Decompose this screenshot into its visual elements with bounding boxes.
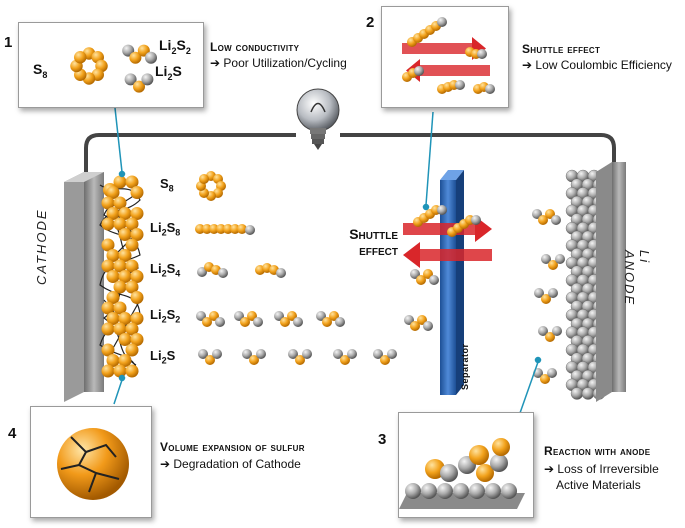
panel-3-anode-reaction (399, 438, 525, 509)
sulfur-particle (130, 312, 144, 325)
sulfur-particle (130, 207, 144, 220)
sulfur-particle (101, 196, 115, 210)
circuit-wire-left (84, 133, 296, 178)
sulfur-particle (130, 228, 144, 241)
panel-3-number: 3 (378, 431, 387, 448)
panel-3-detail-line1: ➔ Loss of Irreversible (544, 462, 659, 476)
cathode-sulfur-composite (99, 175, 144, 378)
sulfur-particle (101, 217, 115, 231)
panel-1-detail: ➔ Poor Utilization/Cycling (210, 56, 347, 70)
sulfur-particle (125, 280, 139, 294)
sulfur-particle (125, 217, 139, 231)
sulfur-particle (106, 249, 120, 262)
sulfur-particle (130, 291, 144, 304)
sulfur-particle (118, 354, 132, 367)
sulfur-particle (101, 322, 115, 336)
panel-2-card (381, 6, 509, 108)
leader-lines (113, 107, 542, 414)
sulfur-particle (130, 270, 144, 283)
species-label-li2s: Li2S (150, 348, 176, 366)
panel-3-detail-line2: Active Materials (556, 478, 641, 492)
panel-1-li2s-label: Li2S (155, 63, 182, 82)
lithium-atom (581, 387, 595, 400)
shuttle-label-line2: effect (359, 242, 398, 258)
panel-1-li2s2-label: Li2S2 (159, 37, 191, 56)
sulfur-particle (101, 301, 115, 315)
sulfur-particle (106, 207, 120, 220)
sulfur-particle (113, 217, 127, 231)
sulfur-particle (113, 280, 127, 294)
sulfur-particle (118, 249, 132, 262)
panel-2-detail: ➔ Low Coulombic Efficiency (522, 58, 672, 72)
panel-1-molecules (70, 44, 157, 93)
panel-2-number: 2 (366, 14, 375, 31)
sulfur-particle (118, 312, 132, 325)
sulfur-particle (118, 333, 132, 346)
lithium-anode (565, 162, 626, 402)
sulfur-particle (106, 291, 120, 304)
sulfur-particle (113, 322, 127, 336)
sulfur-particle (101, 364, 115, 378)
species-label-s8: S8 (160, 176, 174, 194)
sulfur-particle (106, 312, 120, 325)
panel-4-detail: ➔ Degradation of Cathode (160, 457, 301, 471)
sulfur-particle (113, 259, 127, 273)
cathode-label: CATHODE (34, 208, 49, 285)
cathode-plate (64, 172, 104, 402)
sulfur-particle (125, 322, 139, 336)
sulfur-particle (106, 186, 120, 199)
sulfur-particle (113, 175, 127, 189)
sulfur-particle (106, 354, 120, 367)
sulfur-particle (113, 301, 127, 315)
sulfur-particle (125, 259, 139, 273)
panel-1-number: 1 (4, 34, 13, 51)
sulfur-particle (101, 343, 115, 357)
panel-2-shuttle-illustration (402, 17, 495, 94)
sulfur-particle (125, 175, 139, 189)
sulfur-particle (118, 207, 132, 220)
light-bulb-icon (296, 88, 340, 150)
anode-label: Li ANODE (622, 250, 652, 307)
panel-1-s8-label: S8 (33, 61, 48, 80)
sulfur-particle (106, 270, 120, 283)
sulfur-particle (118, 228, 132, 241)
sulfur-particle (125, 364, 139, 378)
species-label-li2s4: Li2S4 (150, 261, 181, 279)
sulfur-particle (130, 186, 144, 199)
panel-1-title: Low conductivity (210, 40, 300, 54)
lithium-atom (570, 387, 584, 400)
species-label-li2s2: Li2S2 (150, 307, 181, 325)
sulfur-particle (118, 270, 132, 283)
panel-4-card (30, 406, 152, 518)
panel-2-title: Shuttle effect (522, 42, 601, 56)
sulfur-particle (101, 238, 115, 252)
species-molecules (195, 171, 397, 365)
panel-3-title: Reaction with anode (544, 444, 651, 458)
panel-4-title: Volume expansion of sulfur (160, 440, 305, 454)
panel-1-card: S8 Li2S2 Li2S (18, 22, 204, 108)
panel-4-cracked-sphere (57, 428, 129, 500)
circuit-wire-right (340, 133, 616, 175)
sulfur-particle (113, 364, 127, 378)
species-label-li2s8: Li2S8 (150, 220, 181, 238)
sulfur-particle (101, 259, 115, 273)
sulfur-particle (130, 333, 144, 346)
sulfur-particle (125, 238, 139, 252)
sulfur-particle (113, 196, 127, 210)
shuttle-label-line1: Shuttle (349, 226, 398, 242)
separator-label: Separator (460, 343, 470, 390)
panel-3-card (398, 412, 534, 518)
panel-4-number: 4 (8, 425, 17, 442)
shuttle-effect-label: Shuttle effect (318, 226, 398, 258)
sulfur-particle (125, 343, 139, 357)
